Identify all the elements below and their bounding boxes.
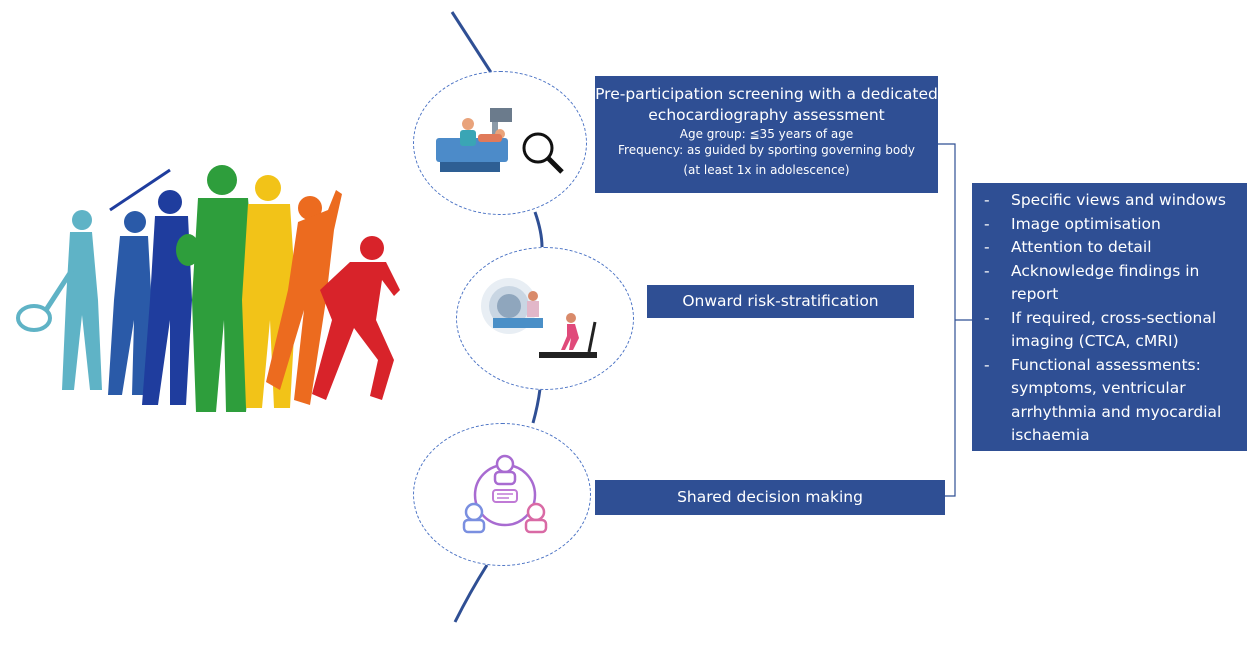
bullet: - (984, 261, 990, 280)
age-group: Age group: ≦35 years of age (679, 127, 854, 141)
list-item: - Functional assessments: symptoms, ventr… (984, 354, 1239, 448)
list-item-text: Acknowledge findings in report (1011, 261, 1200, 304)
spine-top (450, 11, 494, 75)
bracket (938, 143, 972, 497)
screening-box: Pre-participation screening with a dedic… (595, 76, 938, 193)
team-discussion-icon (462, 454, 548, 534)
list-item: - Image optimisation (984, 213, 1239, 237)
frequency-note: (at least 1x in adolescence) (683, 163, 850, 177)
list-item-text: If required, cross-sectional imaging (CT… (1011, 308, 1217, 351)
circle-decision (413, 423, 591, 566)
bullet: - (984, 214, 990, 233)
shared-decision-label: Shared decision making (677, 488, 863, 506)
spine-segment (531, 388, 542, 424)
list-item: - Specific views and windows (984, 189, 1239, 213)
risk-stratification-box: Onward risk-stratification (647, 285, 914, 318)
mri-treadmill-icon (481, 278, 597, 358)
list-item: - Acknowledge findings in report (984, 260, 1239, 307)
gymnast (266, 190, 342, 405)
bullet: - (984, 308, 990, 327)
list-item-text: Specific views and windows (1011, 191, 1226, 209)
bullet: - (984, 238, 990, 256)
list-item: - If required, cross-sectional imaging (C… (984, 307, 1239, 354)
bullet: - (984, 355, 990, 374)
echocardiography-magnifier-icon (436, 108, 564, 174)
spine-bottom (453, 564, 489, 623)
shared-decision-box: Shared decision making (595, 480, 945, 515)
list-item: - Attention to detail (984, 236, 1239, 260)
spine-segment (533, 211, 544, 248)
considerations-box: - Specific views and windows - Image optim… (972, 183, 1247, 451)
sprinter (312, 236, 400, 400)
golfer (109, 168, 192, 405)
screening-title: Pre-participation screening with a dedic… (595, 85, 938, 124)
considerations-list: - Specific views and windows - Image optim… (984, 189, 1239, 448)
frequency: Frequency: as guided by sporting governi… (618, 143, 915, 157)
list-item-text: Image optimisation (1011, 214, 1161, 233)
risk-stratification-label: Onward risk-stratification (682, 292, 879, 310)
list-item-text: Functional assessments: symptoms, ventri… (1011, 355, 1222, 445)
athletes-illustration (16, 165, 400, 412)
list-item-text: Attention to detail (1011, 238, 1152, 256)
rugby-player (176, 165, 256, 412)
bullet: - (984, 191, 990, 209)
runner-blue (108, 211, 152, 395)
circle-risk (456, 247, 634, 390)
tennis-player (16, 210, 102, 390)
circle-screening (413, 71, 587, 215)
